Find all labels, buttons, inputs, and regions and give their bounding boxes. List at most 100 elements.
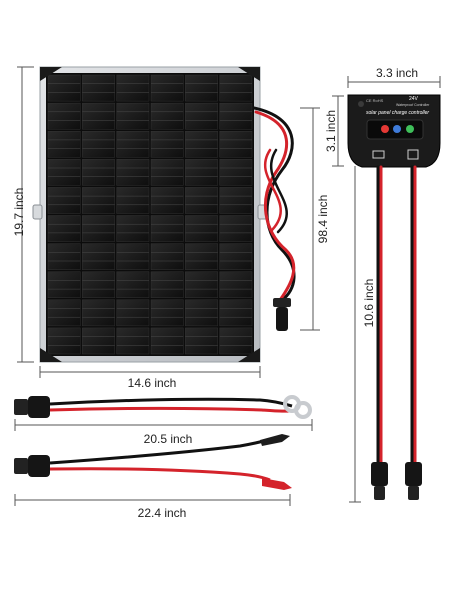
solar-cell (82, 187, 115, 214)
solar-cell (47, 327, 81, 355)
solar-cell (47, 215, 81, 242)
mount-bracket-left (32, 204, 43, 220)
solar-cell (116, 102, 150, 130)
sae-connector-body (276, 307, 288, 331)
solar-cell (116, 74, 150, 102)
corner-bracket (238, 67, 260, 81)
panel-backing (46, 73, 254, 356)
red-clip-icon (262, 478, 292, 490)
panel-cable (252, 106, 296, 331)
panel-cable-label: 98.4 inch (316, 194, 330, 244)
led-green-icon (406, 125, 414, 133)
solar-cell (82, 215, 115, 242)
solar-cell (116, 327, 150, 355)
solar-cell (47, 130, 81, 158)
ring-terminal-icon (294, 401, 312, 419)
corner-bracket (40, 348, 62, 362)
solar-cell (219, 159, 253, 186)
solar-cell (185, 74, 218, 102)
solar-cell (185, 271, 218, 299)
controller-title: solar panel charge controller (366, 110, 430, 116)
solar-cell (185, 243, 218, 270)
solar-cell (82, 243, 115, 270)
controller-subtitle: Waterproof Controller (396, 103, 430, 107)
solar-cell (82, 299, 115, 327)
solar-cell (219, 243, 253, 270)
panel-cell-grid (47, 74, 253, 355)
solar-cell (185, 130, 218, 158)
solar-cell (116, 271, 150, 299)
solar-cell (219, 74, 253, 102)
sae-connector-tip (374, 486, 385, 500)
controller-height-label: 3.1 inch (324, 109, 338, 153)
battery-port-icon (372, 150, 385, 159)
corner-bracket (40, 67, 62, 81)
controller-cable-label: 10.6 inch (362, 278, 376, 328)
solar-cell (219, 327, 253, 355)
solar-cell (219, 102, 253, 130)
black-clip-icon (260, 434, 290, 446)
solar-cell (150, 159, 184, 186)
solar-cell (47, 243, 81, 270)
solar-cell (185, 187, 218, 214)
panel-height-label: 19.7 inch (12, 187, 26, 237)
solar-cell (219, 215, 253, 242)
solar-cell (116, 159, 150, 186)
sae-connector (273, 298, 291, 307)
solar-cell (82, 130, 115, 158)
solar-port-icon (407, 149, 419, 160)
sae-connector-body (28, 396, 50, 418)
solar-cell (185, 102, 218, 130)
controller-marks: CE RoHS (366, 98, 384, 103)
solar-cell (116, 130, 150, 158)
panel-width-label: 14.6 inch (127, 376, 177, 390)
solar-cell (185, 215, 218, 242)
solar-cell (47, 271, 81, 299)
solar-cell (219, 187, 253, 214)
controller-width-label: 3.3 inch (375, 66, 419, 80)
solar-cell (150, 243, 184, 270)
solar-cell (150, 327, 184, 355)
solar-cell (82, 74, 115, 102)
solar-cell (150, 271, 184, 299)
solar-cell (150, 299, 184, 327)
solar-cell (219, 130, 253, 158)
solar-cell (219, 271, 253, 299)
solar-cell (82, 271, 115, 299)
sae-connector (371, 462, 388, 486)
clip-cable-label: 22.4 inch (137, 506, 187, 520)
sae-connector-body (28, 455, 50, 477)
solar-cell (150, 74, 184, 102)
corner-bracket (238, 348, 260, 362)
solar-cell (82, 159, 115, 186)
solar-cell (82, 327, 115, 355)
dimension-lines (14, 66, 441, 506)
solar-cell (47, 159, 81, 186)
solar-cell (150, 102, 184, 130)
sae-connector (14, 399, 28, 415)
solar-panel (32, 66, 268, 363)
led-red-icon (381, 125, 389, 133)
solar-cell (47, 299, 81, 327)
solar-cell (150, 215, 184, 242)
sae-connector-tip (408, 486, 419, 500)
controller-voltage: 24V (409, 96, 418, 102)
solar-cell (219, 299, 253, 327)
solar-cell (185, 327, 218, 355)
solar-cell (150, 130, 184, 158)
solar-cell (185, 299, 218, 327)
controller-logo-mark (358, 101, 364, 107)
charge-controller (347, 94, 441, 168)
solar-cell (185, 159, 218, 186)
solar-cell (116, 187, 150, 214)
solar-cell (150, 187, 184, 214)
solar-cell (47, 187, 81, 214)
sae-connector (405, 462, 422, 486)
alligator-clip-cable (14, 434, 292, 490)
solar-cell (116, 243, 150, 270)
led-blue-icon (393, 125, 401, 133)
controller-cables (371, 165, 422, 500)
sae-connector (14, 458, 28, 474)
